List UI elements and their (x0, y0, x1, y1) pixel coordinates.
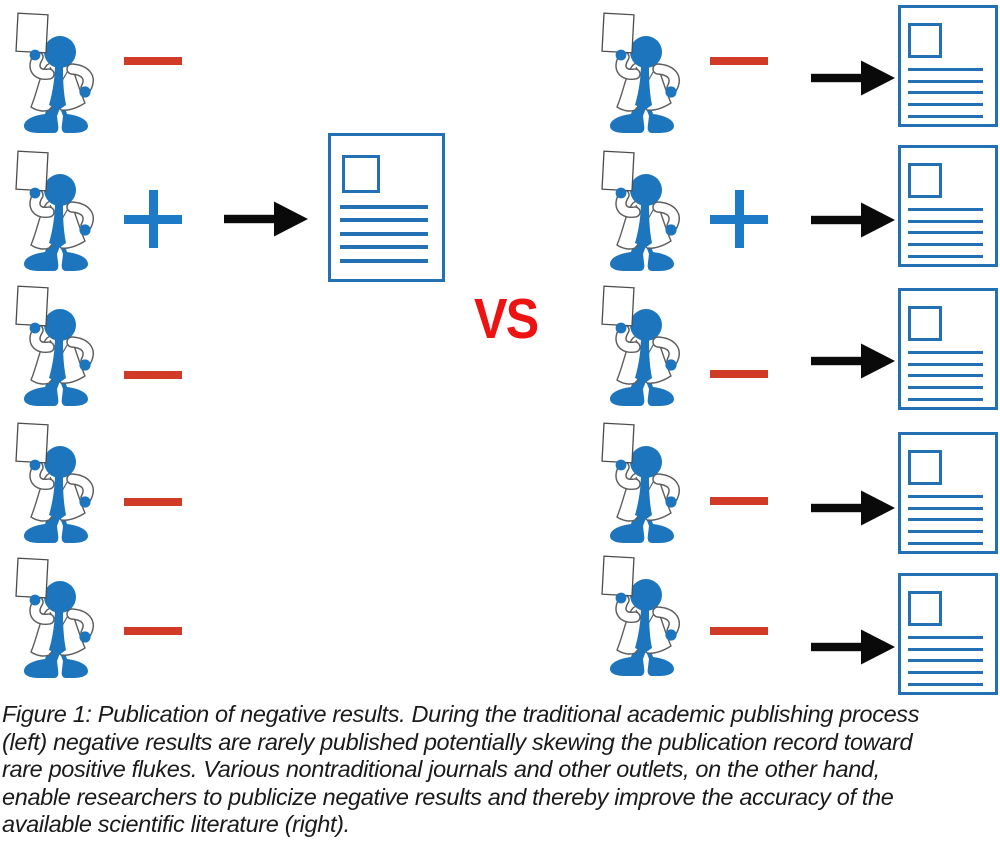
scientist-icon (12, 10, 100, 136)
document-thumbnail (908, 306, 942, 341)
scientist-icon (598, 553, 686, 679)
minus-icon (124, 371, 182, 379)
document-icon (898, 573, 998, 695)
minus-icon (124, 627, 182, 635)
scientist-icon (12, 555, 100, 681)
arrow-right-icon (811, 629, 895, 665)
caption-line: rare positive flukes. Various nontraditi… (2, 756, 880, 783)
scientist-icon (12, 148, 100, 274)
document-icon (898, 5, 998, 127)
vs-label: VS (474, 287, 539, 351)
plus-icon (124, 190, 182, 248)
scientist-icon (598, 283, 686, 409)
caption-line: Figure 1: Publication of negative result… (2, 701, 920, 727)
minus-icon (124, 498, 182, 506)
minus-icon (710, 57, 768, 65)
minus-icon (710, 497, 768, 505)
scientist-icon (598, 148, 686, 274)
document-thumbnail (908, 591, 942, 626)
scientist-icon (598, 10, 686, 136)
minus-icon (710, 370, 768, 378)
document-thumbnail (908, 450, 942, 485)
arrow-right-icon (811, 202, 895, 238)
document-thumbnail (908, 23, 942, 58)
document-icon (898, 288, 998, 410)
minus-icon (124, 57, 182, 65)
document-thumbnail (908, 163, 942, 198)
caption-line: (left) negative results are rarely publi… (2, 728, 913, 755)
figure-caption: Figure 1: Publication of negative result… (2, 701, 1000, 839)
document-icon (898, 432, 998, 554)
document-icon (328, 133, 445, 282)
scientist-icon (598, 420, 686, 546)
caption-line: available scientific literature (right). (2, 811, 350, 838)
document-thumbnail (342, 155, 380, 193)
scientist-icon (12, 420, 100, 546)
minus-icon (710, 627, 768, 635)
arrow-right-icon (811, 490, 895, 526)
arrow-right-icon (224, 201, 308, 237)
arrow-right-icon (811, 343, 895, 379)
scientist-icon (12, 283, 100, 409)
plus-icon (710, 190, 768, 248)
arrow-right-icon (811, 60, 895, 96)
document-icon (898, 145, 998, 267)
caption-line: enable researchers to publicize negative… (2, 783, 894, 810)
